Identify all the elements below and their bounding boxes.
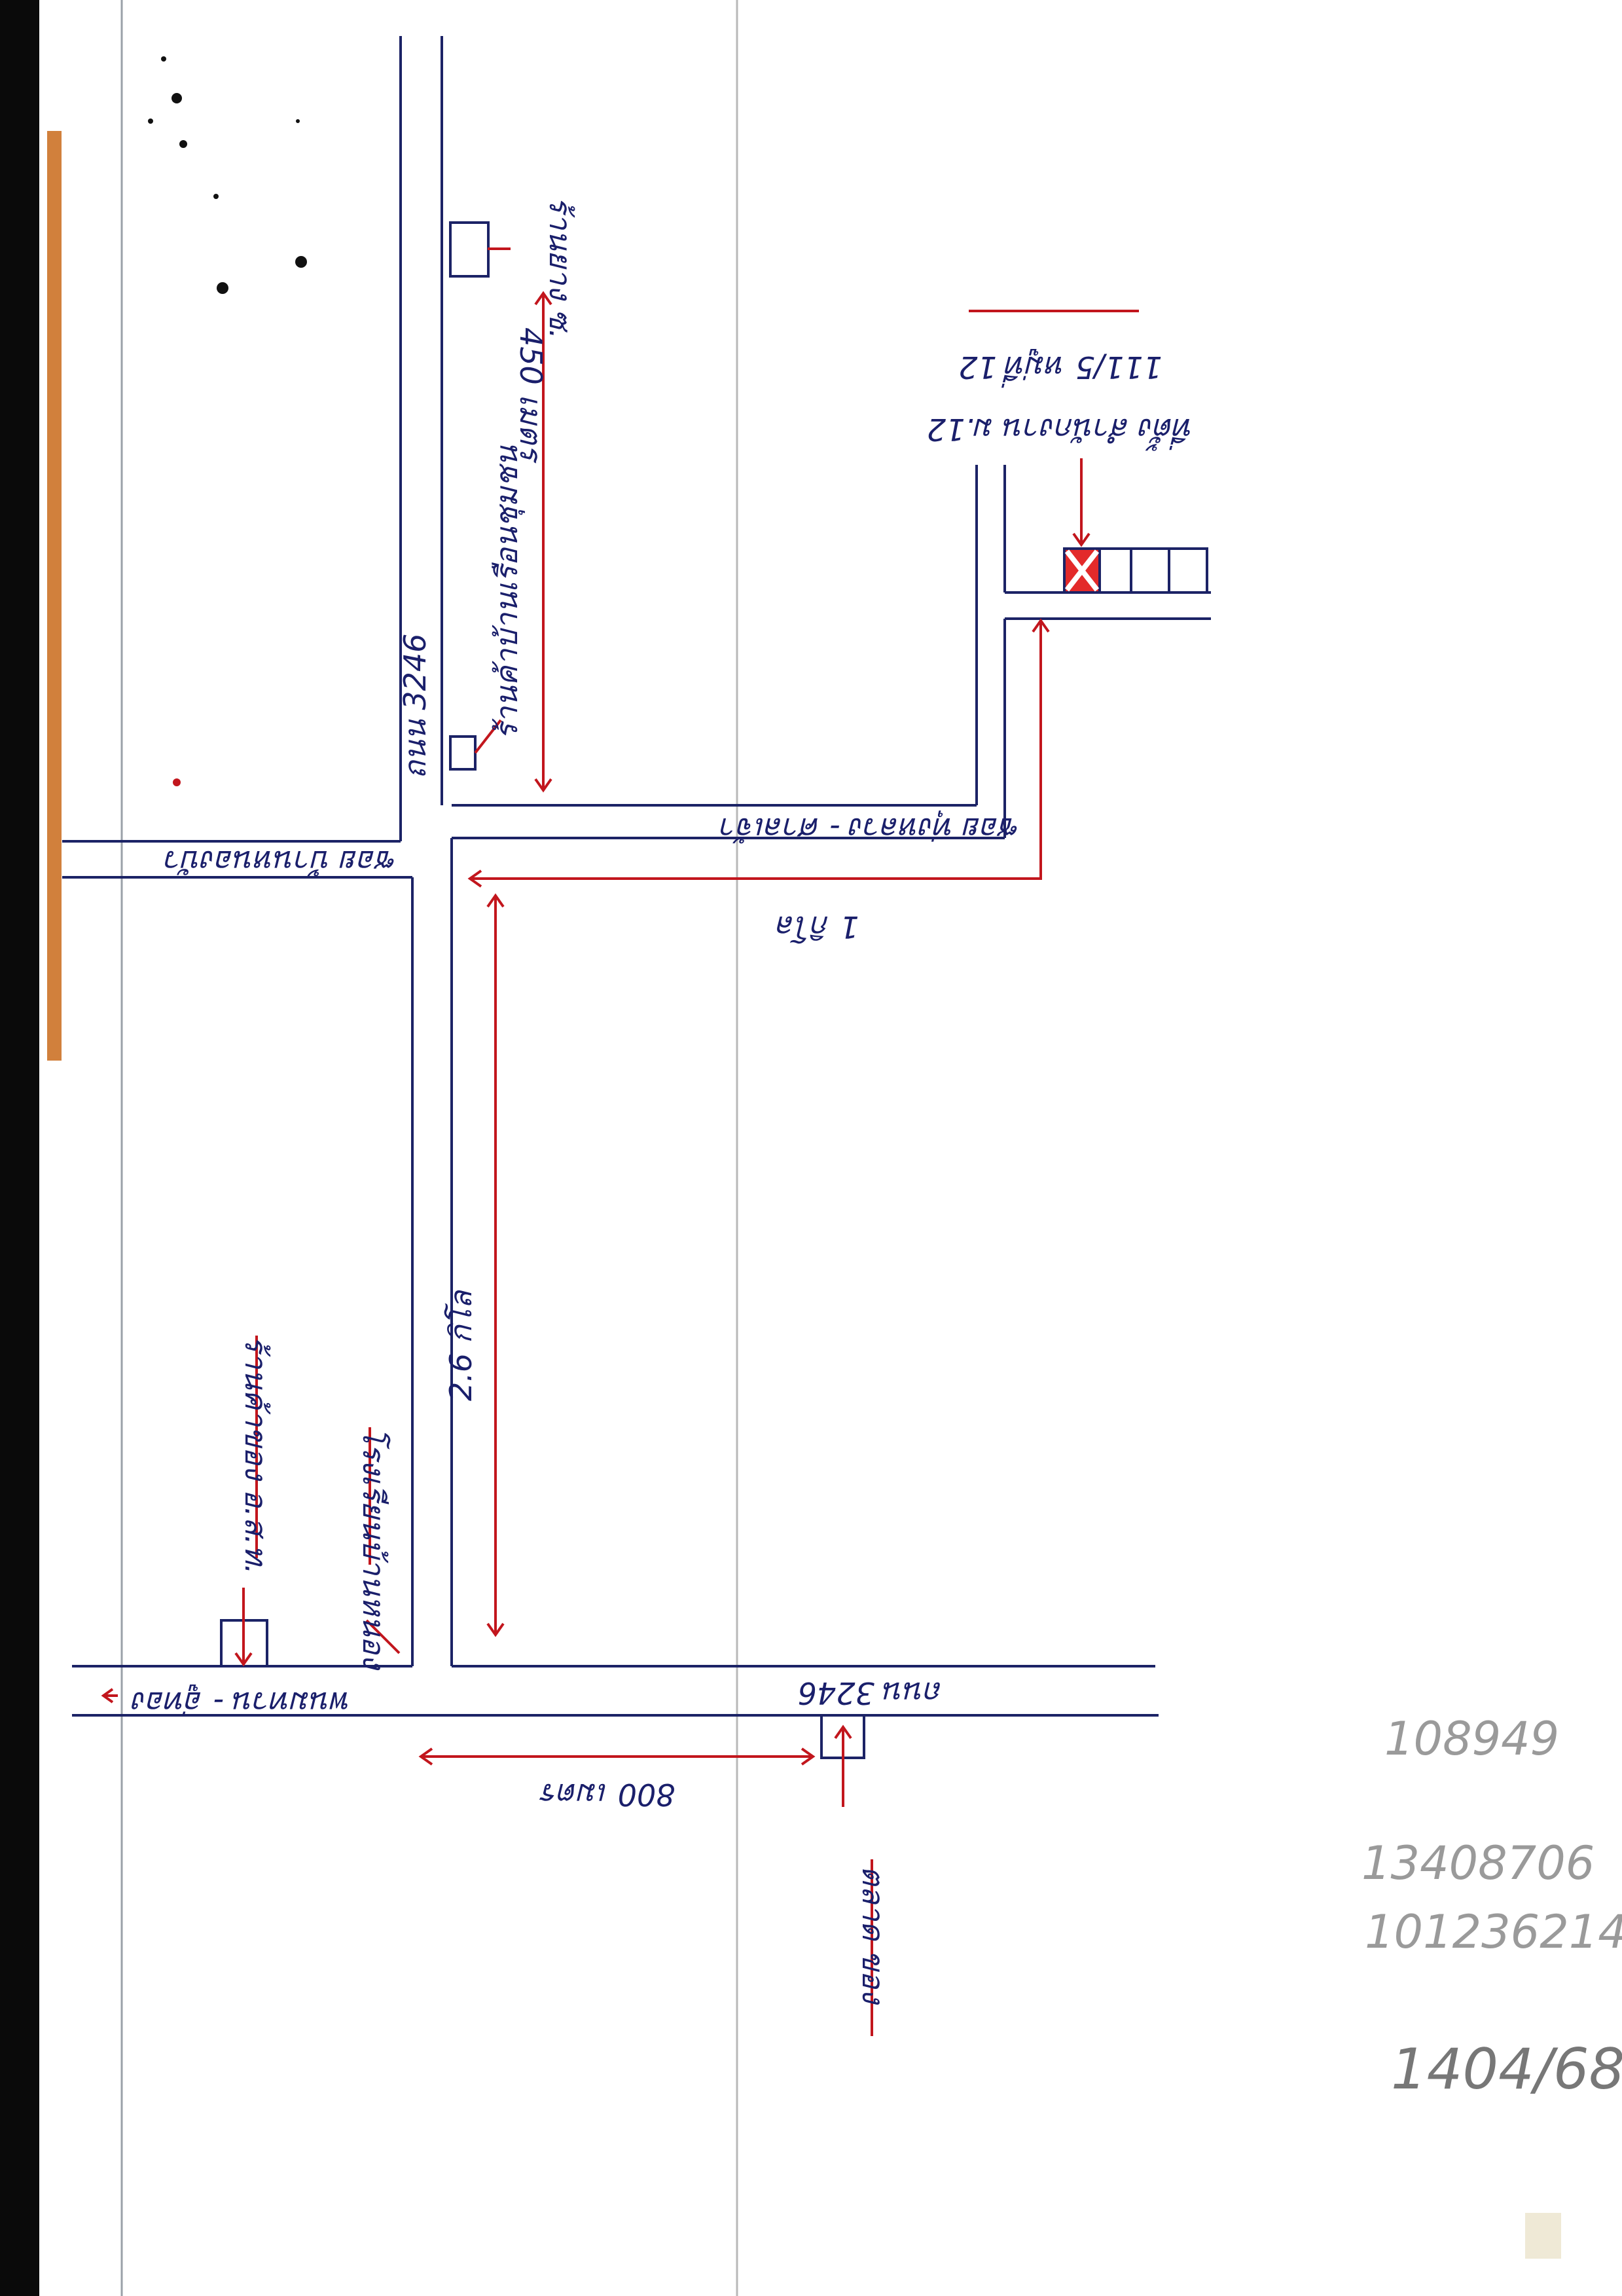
distance-labels: 450 เมตร 2.6 กิโล 1 กิโล 800 เมตร: [443, 327, 859, 1812]
note-3: 101236214: [1365, 1905, 1622, 1959]
note-1: 108949: [1384, 1712, 1559, 1766]
ink-specks: [148, 56, 307, 786]
corner-smudge: [1525, 2213, 1561, 2259]
destination-unit-2: [1098, 547, 1132, 594]
road-labels: ถนน 3246 ซอย ทุ่งหลวง - ศาลเจ้า ซอย บ้าน…: [131, 634, 1020, 1721]
bottom-market-label: ตลาด ของ: [856, 1866, 891, 2005]
bottom-distance-label: 800 เมตร: [539, 1777, 675, 1812]
left-binder-strip: [0, 0, 123, 2296]
note-2: 13408706: [1361, 1836, 1595, 1890]
destination-unit-4: [1168, 547, 1208, 594]
note-4: 1404/68: [1391, 2037, 1622, 2102]
main-vertical-road-label: ถนน 3246: [397, 634, 433, 779]
main-horizontal-road-label: ถนน 3246: [798, 1675, 943, 1711]
top-shop-building: [449, 221, 490, 278]
horizontal-distance-label: 1 กิโล: [776, 909, 859, 945]
destination-label: ที่ตั้ง สำนักงาน ม.12: [927, 412, 1194, 451]
destination-address-label: 111/5 หมู่ที่ 12: [958, 349, 1162, 388]
top-shop-label: ร้านยาง ซ.: [543, 196, 578, 339]
upper-soi-label: ซอย ทุ่งหลวง - ศาลเจ้า: [719, 811, 1020, 847]
buildings: [220, 221, 1208, 1759]
bottom-shop-label: ร้านค้าของ อ.ส.ท.: [238, 1336, 274, 1575]
mid-shop-building: [449, 735, 477, 771]
place-labels: ร้านยาง ซ. ร้านค้าบ้านเรือนชุมชน ที่ตั้ง…: [238, 196, 1194, 2005]
bottom-school-label: โรงเรียนบ้านหนอง: [356, 1427, 391, 1671]
top-distance-label: 450 เมตร: [513, 327, 549, 464]
destination-marker-cross: [1064, 549, 1100, 592]
direction-label: พนมทวน - อู่ทอง: [131, 1685, 351, 1721]
left-distance-label: 2.6 กิโล: [443, 1290, 478, 1401]
left-soi-label: ซอย บ้านหนองบัว: [164, 844, 397, 879]
margin-notes: 108949 13408706 101236214 1404/68: [1361, 1712, 1622, 2102]
distance-markers: [101, 247, 1139, 2036]
mid-shop-label: ร้านค้าบ้านเรือนชุมชน: [489, 445, 525, 740]
destination-unit-3: [1130, 547, 1170, 594]
